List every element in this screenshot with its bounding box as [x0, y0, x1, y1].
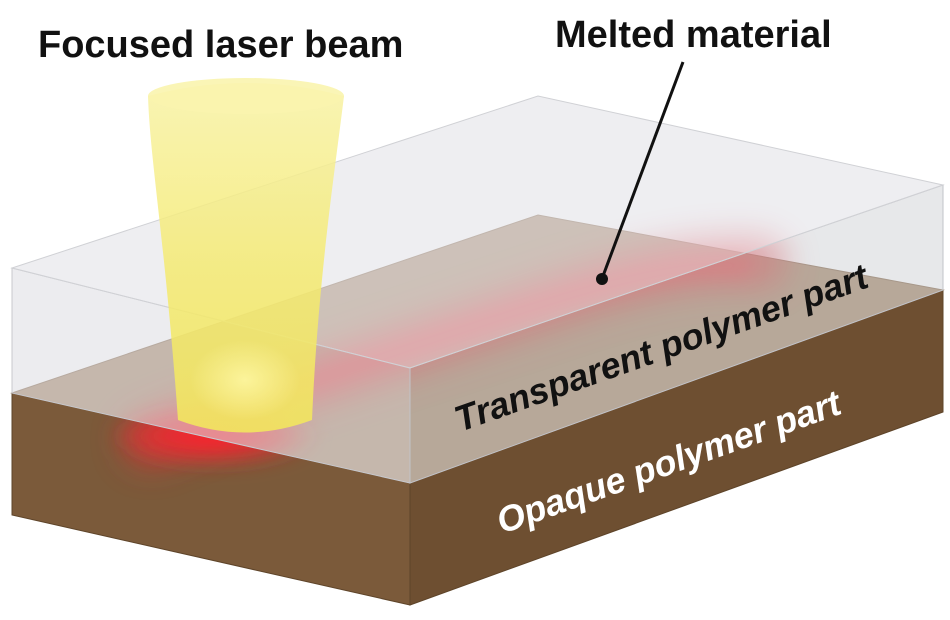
- melted-material-label: Melted material: [555, 14, 832, 56]
- laser-beam: [148, 78, 344, 433]
- laser-beam-core-glow: [190, 340, 300, 420]
- laser-beam-body: [148, 83, 344, 433]
- melted-material-leader-line: [601, 61, 685, 277]
- laser-beam-label: Focused laser beam: [38, 24, 403, 66]
- laser-beam-top: [148, 78, 344, 114]
- melted-material-pointer-dot: [596, 273, 608, 285]
